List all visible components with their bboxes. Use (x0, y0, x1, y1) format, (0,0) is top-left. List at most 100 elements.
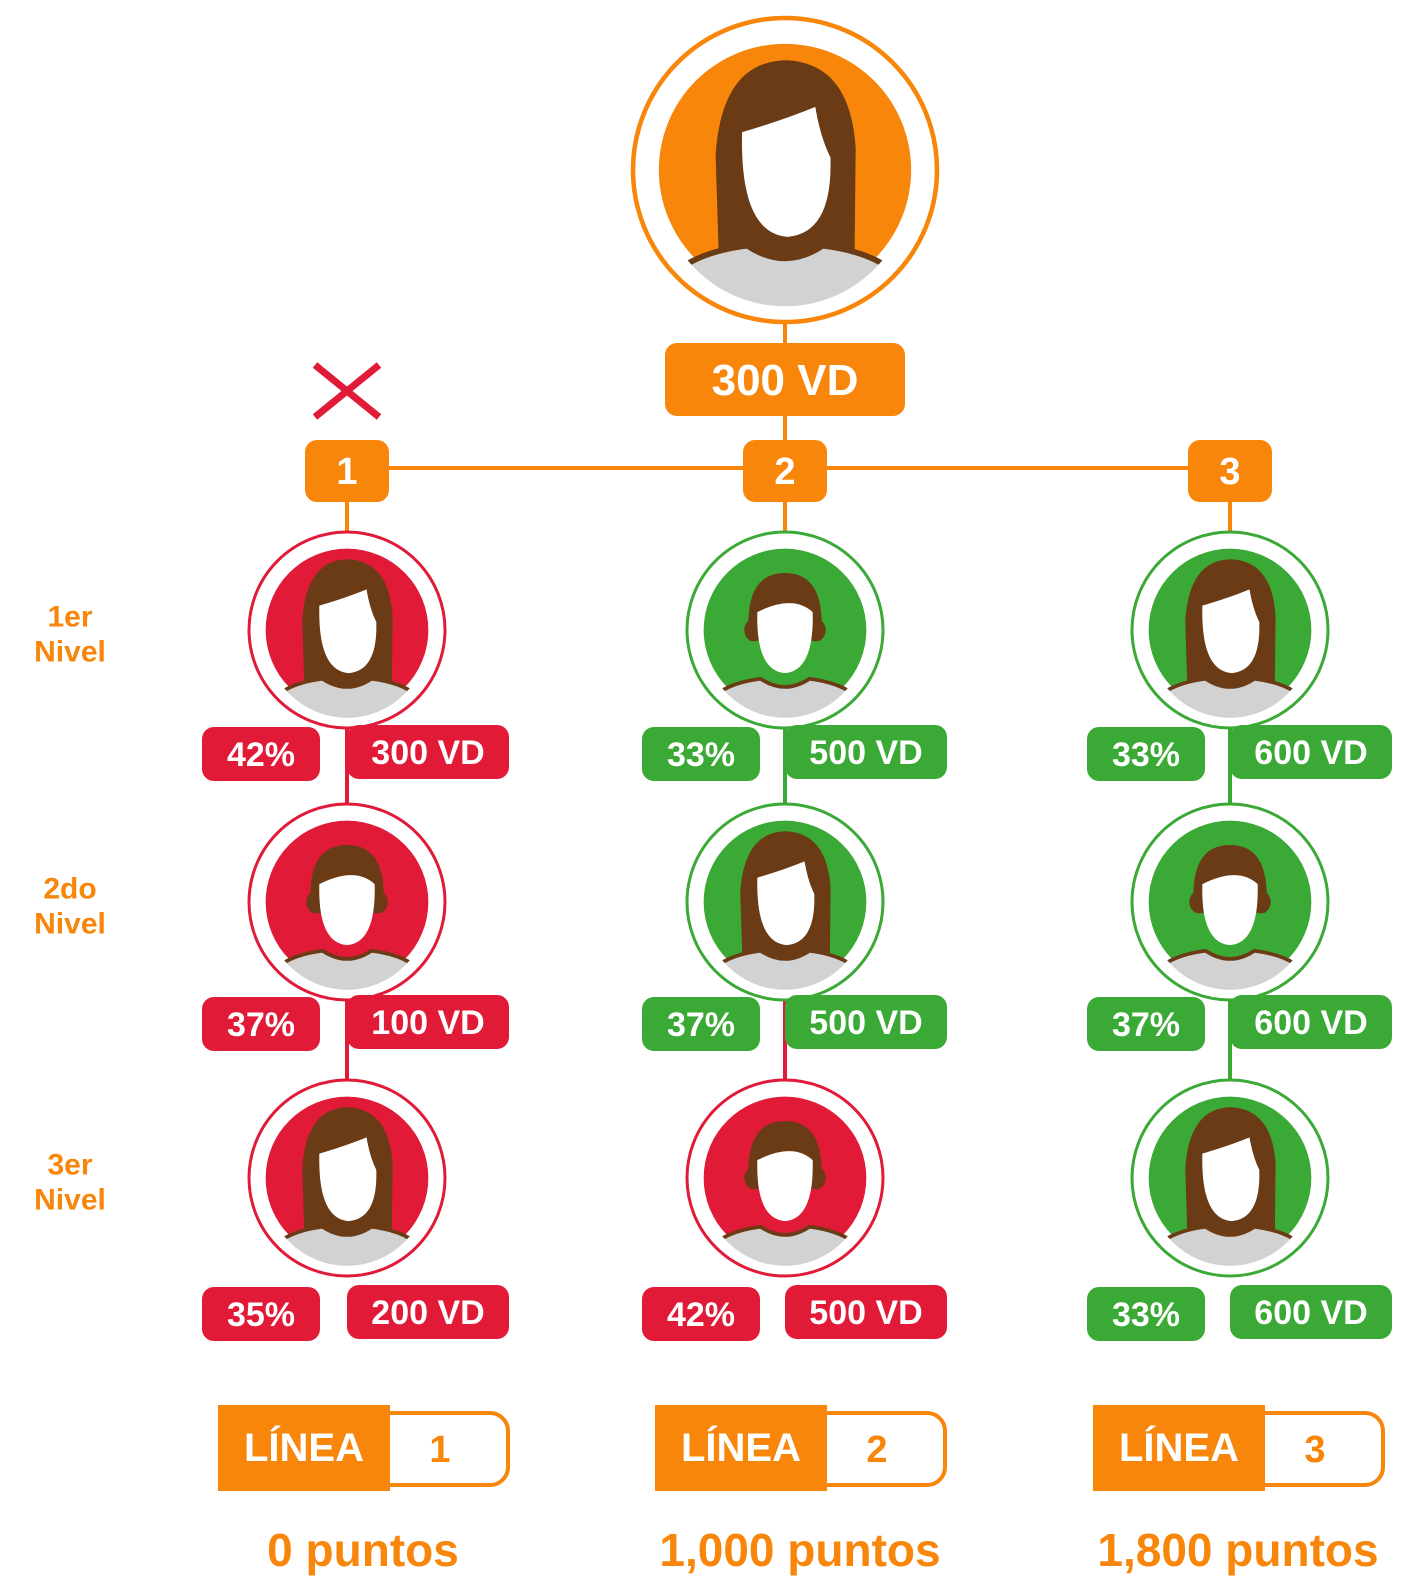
level-label-line2: Nivel (34, 908, 106, 941)
percent-badge-bg (1087, 997, 1205, 1051)
percent-badge-text: 35% (227, 1296, 295, 1334)
points-label-1: 0 puntos (267, 1524, 459, 1576)
avatar-woman-short-hair-icon (703, 573, 867, 718)
vd-badge-text: 500 VD (809, 1004, 922, 1042)
vd-badge-bg (1230, 1285, 1392, 1339)
root-node (630, 15, 940, 325)
linea-badge-2: LÍNEA 2 (655, 1405, 947, 1491)
vd-badge-text: 600 VD (1254, 1004, 1367, 1042)
points-label-2: 1,000 puntos (659, 1524, 940, 1576)
percent-badge: 37% (642, 997, 760, 1051)
percent-badge-text: 37% (1112, 1006, 1180, 1044)
avatar-woman-short-hair-icon (1148, 845, 1312, 990)
root-vd-badge-text: 300 VD (712, 356, 859, 405)
points-label-3: 1,800 puntos (1097, 1524, 1378, 1576)
line-number-badge-2: 2 (743, 440, 827, 502)
avatar-woman-long-hair-icon (658, 60, 912, 307)
line-number-badge-1-bg (305, 440, 389, 502)
linea-badge-number: 1 (429, 1429, 450, 1471)
percent-badge-bg (1087, 727, 1205, 781)
member-node-2-1 (685, 530, 885, 730)
vd-badge: 500 VD (785, 1285, 947, 1339)
percent-badge: 42% (642, 1287, 760, 1341)
avatar-woman-long-hair-icon (1148, 559, 1312, 718)
percent-badge: 33% (1087, 1287, 1205, 1341)
percent-badge-bg (202, 997, 320, 1051)
vd-badge-bg (785, 1285, 947, 1339)
vd-badge-text: 300 VD (371, 734, 484, 772)
vd-badge: 500 VD (785, 995, 947, 1049)
line-number-badge-3: 3 (1188, 440, 1272, 502)
member-node-2-2 (685, 802, 885, 1002)
level-label-line1: 1er (47, 601, 92, 634)
member-node-3-1 (1130, 530, 1330, 730)
vd-badge-text: 500 VD (809, 734, 922, 772)
percent-badge-bg (202, 1287, 320, 1341)
member-node-1-3 (247, 1078, 447, 1278)
percent-badge-text: 42% (227, 736, 295, 774)
percent-badge-bg (1087, 1287, 1205, 1341)
member-node-1-2 (247, 802, 447, 1002)
level-label-line2: Nivel (34, 1184, 106, 1217)
percent-badge: 33% (1087, 727, 1205, 781)
line-number-badge-1-text: 1 (336, 451, 357, 493)
linea-badge-word: LÍNEA (1119, 1425, 1239, 1470)
vd-badge-text: 600 VD (1254, 1294, 1367, 1332)
vd-badge-bg (1230, 995, 1392, 1049)
vd-badge-text: 100 VD (371, 1004, 484, 1042)
linea-badge-number: 2 (866, 1429, 887, 1471)
close-icon (312, 362, 382, 420)
vd-badge-text: 600 VD (1254, 734, 1367, 772)
vd-badge-text: 500 VD (809, 1294, 922, 1332)
root-vd-badge-bg (665, 343, 905, 416)
vd-badge-bg (1230, 725, 1392, 779)
vd-badge: 500 VD (785, 725, 947, 779)
linea-badge-word: LÍNEA (681, 1425, 801, 1470)
percent-badge-bg (642, 727, 760, 781)
linea-badge-label-bg (218, 1405, 390, 1491)
member-node-3-2 (1130, 802, 1330, 1002)
percent-badge-text: 33% (667, 736, 735, 774)
percent-badge: 37% (202, 997, 320, 1051)
percent-badge-bg (642, 1287, 760, 1341)
linea-badge-word: LÍNEA (244, 1425, 364, 1470)
percent-badge: 35% (202, 1287, 320, 1341)
line-number-badge-3-text: 3 (1219, 451, 1240, 493)
percent-badge-bg (202, 727, 320, 781)
avatar-woman-short-hair-icon (265, 845, 429, 990)
level-label-line1: 3er (47, 1149, 92, 1182)
vd-badge-text: 200 VD (371, 1294, 484, 1332)
avatar-woman-long-hair-icon (1148, 1107, 1312, 1266)
percent-badge: 33% (642, 727, 760, 781)
vd-badge-bg (785, 995, 947, 1049)
level-label-line1: 2do (43, 873, 96, 906)
linea-badge-label-bg (655, 1405, 827, 1491)
avatar-woman-short-hair-icon (703, 1121, 867, 1266)
percent-badge-text: 33% (1112, 736, 1180, 774)
percent-badge-text: 33% (1112, 1296, 1180, 1334)
avatar-woman-long-hair-icon (265, 559, 429, 718)
member-node-2-3 (685, 1078, 885, 1278)
level-label-line2: Nivel (34, 636, 106, 669)
line-number-badge-1: 1 (305, 440, 389, 502)
line-number-badge-2-text: 2 (774, 451, 795, 493)
line-number-badge-3-bg (1188, 440, 1272, 502)
vd-badge: 300 VD (347, 725, 509, 779)
vd-badge: 600 VD (1230, 1285, 1392, 1339)
vd-badge: 200 VD (347, 1285, 509, 1339)
vd-badge-bg (347, 725, 509, 779)
percent-badge-text: 37% (667, 1006, 735, 1044)
node-layer: 300 VD 1 42% 300 VD 37% 100 VD 35% 200 VD 2 33% 50… (202, 15, 1392, 1341)
percent-badge-text: 37% (227, 1006, 295, 1044)
member-node-1-1 (247, 530, 447, 730)
vd-badge-bg (785, 725, 947, 779)
member-node-3-3 (1130, 1078, 1330, 1278)
percent-badge-text: 42% (667, 1296, 735, 1334)
percent-badge: 42% (202, 727, 320, 781)
